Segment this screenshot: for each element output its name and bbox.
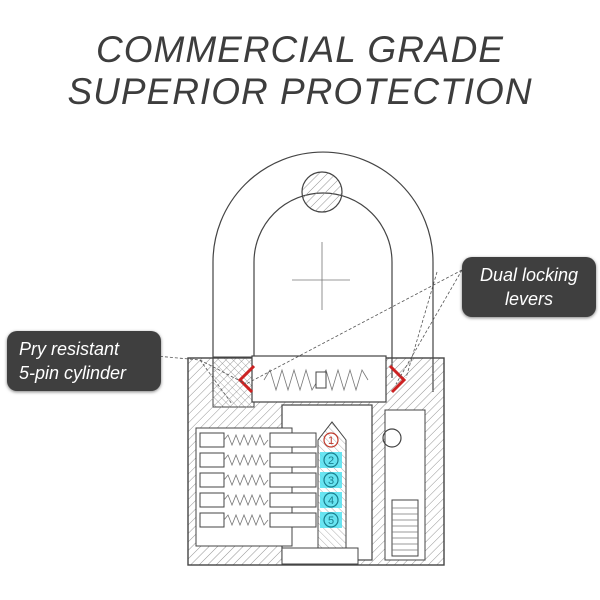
pin-number-label: 1 — [328, 435, 334, 447]
pin-spring — [223, 493, 269, 507]
callout-right-line2: levers — [504, 289, 553, 309]
pin-row: 4 — [199, 492, 342, 508]
pin-row: 5 — [199, 512, 342, 528]
pin-group: 1 2 3 4 5 — [199, 432, 342, 528]
pin-number-label: 5 — [328, 515, 334, 527]
locking-levers — [237, 364, 407, 394]
pin-driver — [199, 492, 225, 508]
pin-number-label: 4 — [328, 495, 334, 507]
key-pin — [269, 492, 317, 508]
key-pin — [269, 512, 317, 528]
pin-driver — [199, 432, 225, 448]
pin-driver — [199, 512, 225, 528]
pin-spring — [223, 513, 269, 527]
callout-right-line1: Dual locking — [479, 265, 579, 285]
pin-number-circle — [323, 492, 339, 508]
pin-number-circle — [323, 432, 339, 448]
pin-driver — [199, 452, 225, 468]
pin-row: 1 — [199, 432, 339, 448]
callout-left-line1: Pry resistant — [19, 339, 120, 359]
pin-number-circle — [323, 452, 339, 468]
leader-line-left — [144, 354, 247, 405]
callout-dual-locking-levers: Dual locking levers — [462, 257, 596, 317]
pin-number-label: 2 — [328, 455, 334, 467]
headline-line-2: SUPERIOR PROTECTION — [67, 71, 533, 112]
callout-left-line2: 5-pin cylinder — [19, 363, 127, 383]
callout-pry-resistant: Pry resistant 5-pin cylinder — [7, 331, 161, 391]
headline-line-1: COMMERCIAL GRADE — [96, 29, 504, 70]
pin-spring — [223, 473, 269, 487]
pin-number-circle — [323, 472, 339, 488]
pin-row: 3 — [199, 472, 342, 488]
key-pin — [269, 472, 317, 488]
pin-number-circle — [323, 512, 339, 528]
key-pin — [269, 452, 317, 468]
pin-spring — [223, 453, 269, 467]
key-pin — [269, 432, 317, 448]
pin-spring — [223, 433, 269, 447]
pin-driver — [199, 472, 225, 488]
leader-line-right — [245, 269, 463, 385]
pin-row: 2 — [199, 452, 342, 468]
pin-number-label: 3 — [328, 475, 334, 487]
